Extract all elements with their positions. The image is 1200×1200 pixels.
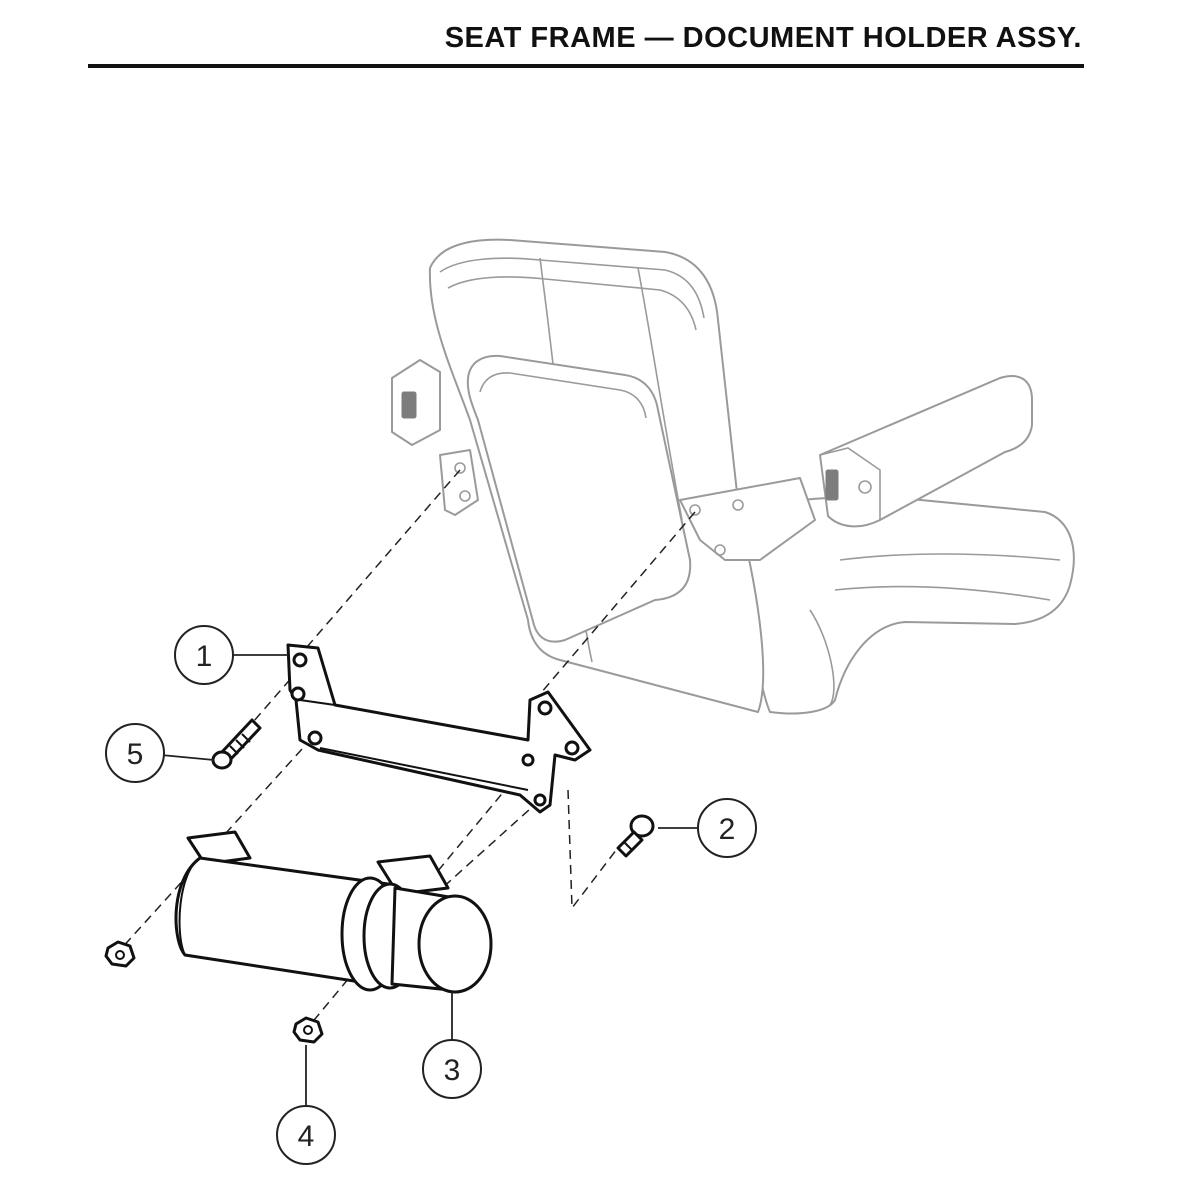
screw-part-2 [616, 814, 655, 858]
seat-back-panel [466, 354, 692, 643]
callout-3-label: 3 [444, 1054, 461, 1087]
bracket [286, 643, 592, 814]
tube-clip [186, 830, 252, 866]
callout-1: 1 [174, 625, 234, 685]
tube-cap [417, 894, 493, 994]
bracket-part-1 [286, 643, 592, 814]
callout-2: 2 [697, 798, 757, 858]
right-armrest [819, 375, 1033, 528]
callout-5-label: 5 [127, 738, 144, 771]
callout-4: 4 [276, 1105, 336, 1165]
seat-tab-right [679, 477, 816, 561]
bracket-hole [521, 753, 535, 767]
bracket-hole [292, 652, 308, 668]
bracket-hole [564, 740, 580, 756]
document-tube-part-3 [174, 830, 493, 994]
title-underline [88, 64, 1084, 68]
seat-illustration [391, 238, 1075, 715]
seat-tab-left [439, 449, 479, 516]
callout-5: 5 [105, 723, 165, 783]
bracket-hole [533, 793, 547, 807]
callout-3: 3 [422, 1039, 482, 1099]
screw-part-5 [211, 718, 262, 770]
callout-4-label: 4 [298, 1120, 315, 1153]
callout-leaders [160, 654, 697, 1108]
callout-2-label: 2 [719, 813, 736, 846]
bracket-hole [537, 700, 553, 716]
bracket-hole [307, 730, 323, 746]
bracket-hole [290, 686, 306, 702]
nut-part-4 [104, 940, 324, 1044]
page-title: SEAT FRAME — DOCUMENT HOLDER ASSY. [444, 22, 1082, 54]
callout-1-label: 1 [196, 640, 213, 673]
